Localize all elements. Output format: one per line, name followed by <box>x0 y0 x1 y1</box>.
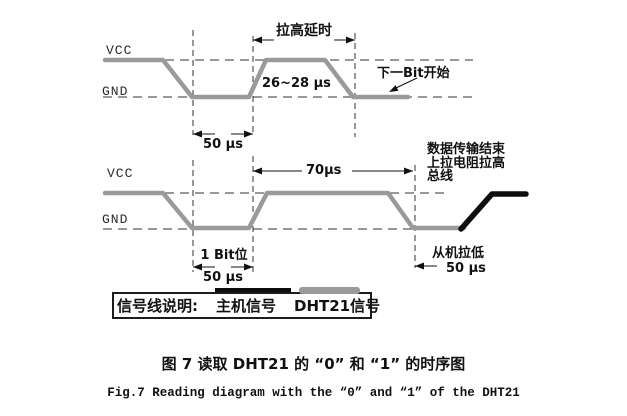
high-time-70us-label: 70μs <box>306 163 342 178</box>
slave-pull-low-label: 从机拉低 <box>432 246 485 261</box>
one-bit-label: 1 Bit位 <box>200 248 248 263</box>
top-vcc-label: VCC <box>106 43 133 58</box>
top-gnd-label: GND <box>102 84 129 99</box>
high-time-26-28us-label: 26~28 μs <box>262 76 331 91</box>
pull-high-delay-label: 拉高延时 <box>276 23 332 39</box>
top-dht21-signal-trace <box>102 57 411 100</box>
slave-50us-arrow <box>415 262 437 270</box>
legend-title: 信号线说明: <box>117 297 198 315</box>
legend-box <box>112 292 372 319</box>
next-bit-label: 下一Bit开始 <box>377 66 450 81</box>
bottom-50us-label: 50 μs <box>203 270 243 285</box>
next-bit-leader-arrow <box>389 77 418 92</box>
bottom-vcc-label: VCC <box>107 166 134 181</box>
caption-chinese: 图 7 读取 DHT21 的 “0” 和 “1” 的时序图 <box>161 355 466 373</box>
bottom-50us-dimension <box>193 263 253 271</box>
legend-dht21-label: DHT21信号 <box>294 297 381 315</box>
caption-english: Fig.7 Reading diagram with the “0” and “… <box>107 386 520 400</box>
70us-dimension <box>253 167 413 175</box>
bottom-dht21-signal-trace <box>102 190 467 231</box>
host-signal-swatch <box>215 288 291 292</box>
bottom-gnd-label: GND <box>102 212 129 227</box>
pull-high-delay-dimension <box>253 36 355 44</box>
legend-host-label: 主机信号 <box>216 297 277 315</box>
top-50us-dimension <box>193 130 253 138</box>
bottom-waveform <box>103 156 465 272</box>
host-signal-segment <box>458 191 529 232</box>
slave-50us-label: 50 μs <box>446 261 486 276</box>
data-transfer-end-label: 数据传输结束 上拉电阻拉高 总线 <box>427 142 506 184</box>
dht21-signal-swatch <box>299 287 360 294</box>
top-50us-label: 50 μs <box>203 137 243 152</box>
